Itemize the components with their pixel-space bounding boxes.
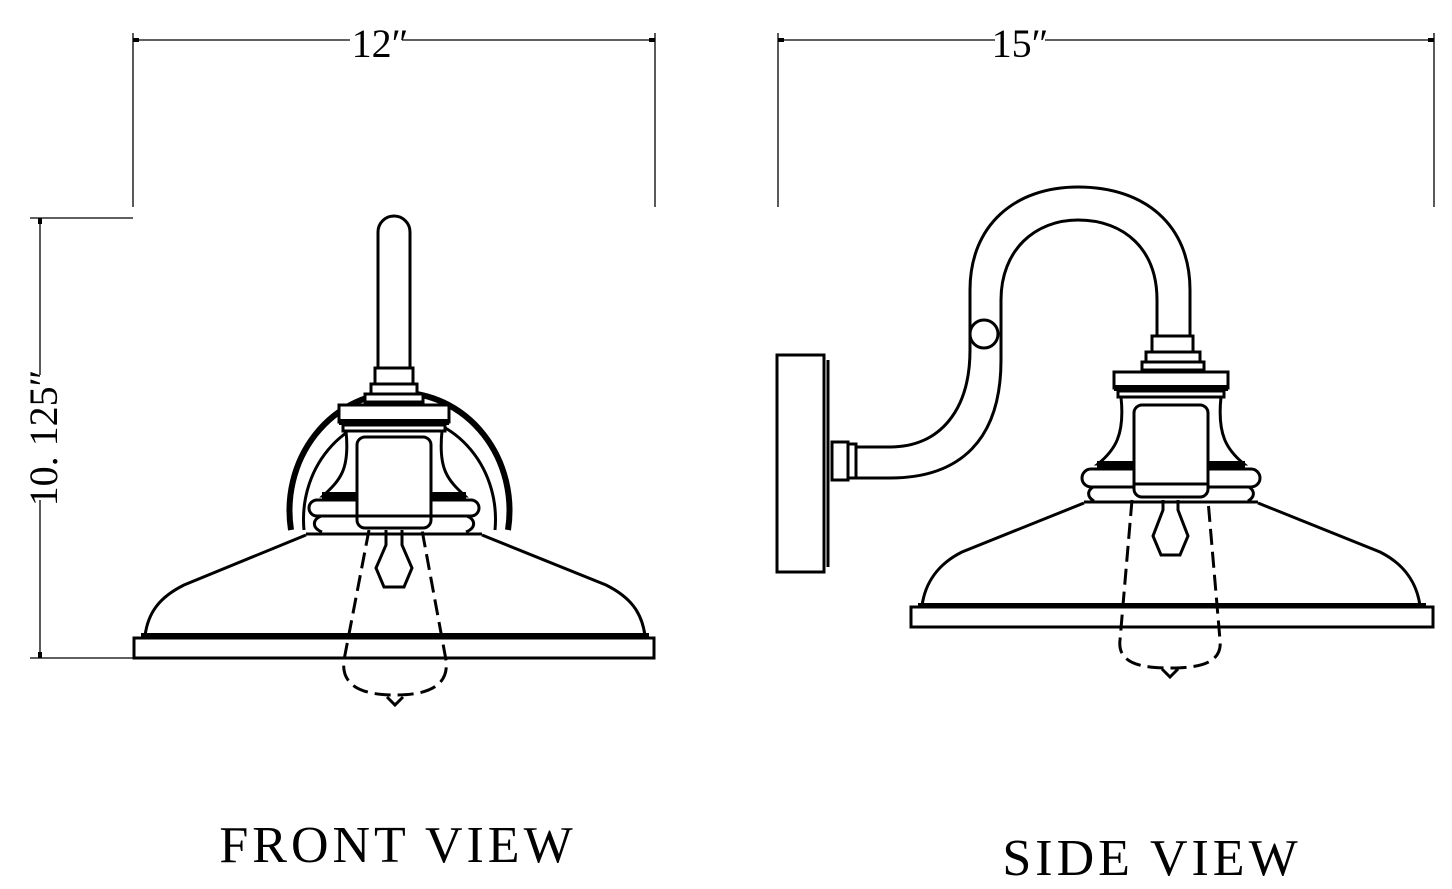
front-bulb [342, 529, 448, 708]
side-view: 15″ [775, 21, 1435, 887]
side-bulb [1118, 499, 1222, 680]
front-height-label: 10. 125″ [21, 370, 66, 507]
side-depth-label: 15″ [992, 21, 1049, 66]
side-view-title: SIDE VIEW [1002, 830, 1301, 887]
side-shade [909, 500, 1435, 629]
front-width-dimension [132, 33, 656, 207]
front-view-title: FRONT VIEW [219, 817, 576, 874]
front-width-label: 12″ [352, 21, 409, 66]
front-socket-cap [307, 403, 481, 534]
front-view: 12″ 10. 125″ [21, 21, 656, 874]
side-depth-dimension [777, 33, 1435, 207]
side-wall-plate [775, 353, 830, 574]
front-arm [363, 214, 425, 404]
front-height-dimension [30, 217, 133, 659]
side-gooseneck-arm [830, 185, 1192, 482]
front-shade [132, 532, 656, 660]
side-socket-cap [1080, 334, 1262, 503]
